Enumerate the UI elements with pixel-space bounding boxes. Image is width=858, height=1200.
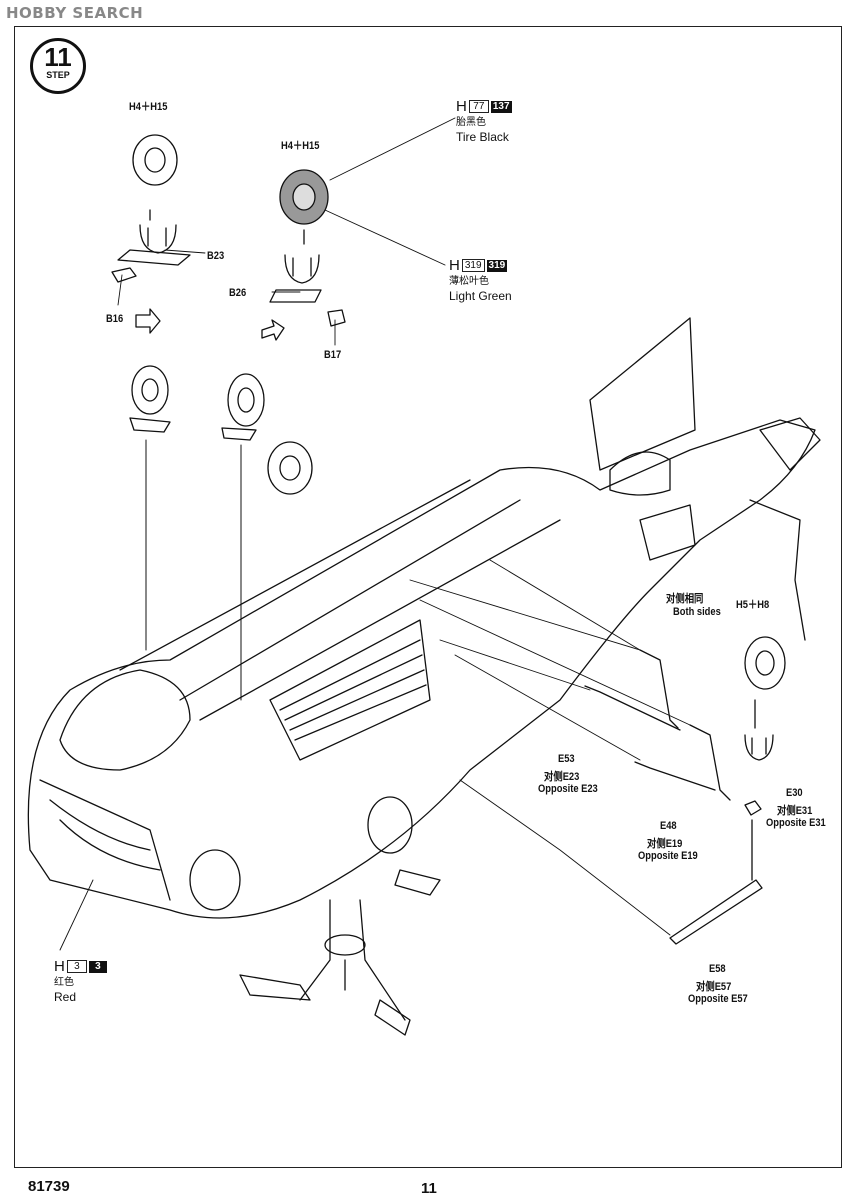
part-label-h4-h15-right: H4＋H15	[281, 140, 320, 152]
part-label-e58: E58	[709, 963, 726, 975]
paint-code-dark-box: 137	[490, 100, 512, 113]
paint-name-cn: 薄松叶色	[449, 276, 489, 287]
both-sides-en: Both sides	[673, 606, 721, 618]
paint-letter: H	[54, 958, 65, 975]
part-label-h4-h15-left: H4＋H15	[129, 101, 168, 113]
part-label-e30: E30	[786, 787, 803, 799]
part-label-e30-cn: 对侧E31	[777, 805, 813, 817]
paint-name-cn: 胎黑色	[456, 117, 486, 128]
part-label-b26: B26	[229, 287, 247, 299]
step-number: 11	[44, 42, 72, 72]
page-frame	[14, 26, 842, 1168]
paint-code-box: 3	[66, 960, 87, 973]
paint-name-en: Light Green	[449, 289, 512, 303]
part-label-b23: B23	[207, 250, 225, 262]
kit-number: 81739	[28, 1178, 70, 1195]
paint-code-box: 77	[468, 100, 489, 113]
part-label-e53: E53	[558, 753, 575, 765]
step-badge: 11 STEP	[30, 38, 86, 94]
paint-letter: H	[449, 257, 460, 274]
part-label-e58-en: Opposite E57	[688, 993, 748, 1005]
paint-code-box: 319	[461, 259, 485, 272]
page-number: 11	[421, 1180, 437, 1197]
helicopter-body-icon	[27, 317, 821, 919]
landing-gear-icon	[239, 869, 441, 1036]
watermark-logo: HOBBY SEARCH	[6, 4, 144, 22]
part-label-b16: B16	[106, 313, 124, 325]
both-sides-cn: 对侧相同	[666, 593, 704, 605]
part-label-e48-cn: 对侧E19	[647, 838, 683, 850]
part-label-e30-en: Opposite E31	[766, 817, 826, 829]
paint-letter: H	[456, 98, 467, 115]
part-label-h5-h8: H5＋H8	[736, 599, 770, 611]
part-label-e48: E48	[660, 820, 677, 832]
step-label: STEP	[46, 70, 70, 80]
part-label-e48-en: Opposite E19	[638, 850, 698, 862]
part-label-e53-en: Opposite E23	[538, 783, 598, 795]
paint-code-dark-box: 319	[486, 259, 508, 272]
paint-name-en: Red	[54, 990, 77, 1004]
part-label-e53-cn: 对侧E23	[544, 771, 580, 783]
wheel-right-icon	[269, 169, 346, 327]
paint-name-en: Tire Black	[456, 130, 509, 144]
paint-code-dark-box: 3	[88, 960, 107, 973]
wheel-left-icon	[111, 134, 191, 283]
paint-name-cn: 红色	[54, 977, 74, 988]
part-label-b17: B17	[324, 349, 342, 361]
part-label-e58-cn: 对侧E57	[696, 981, 732, 993]
